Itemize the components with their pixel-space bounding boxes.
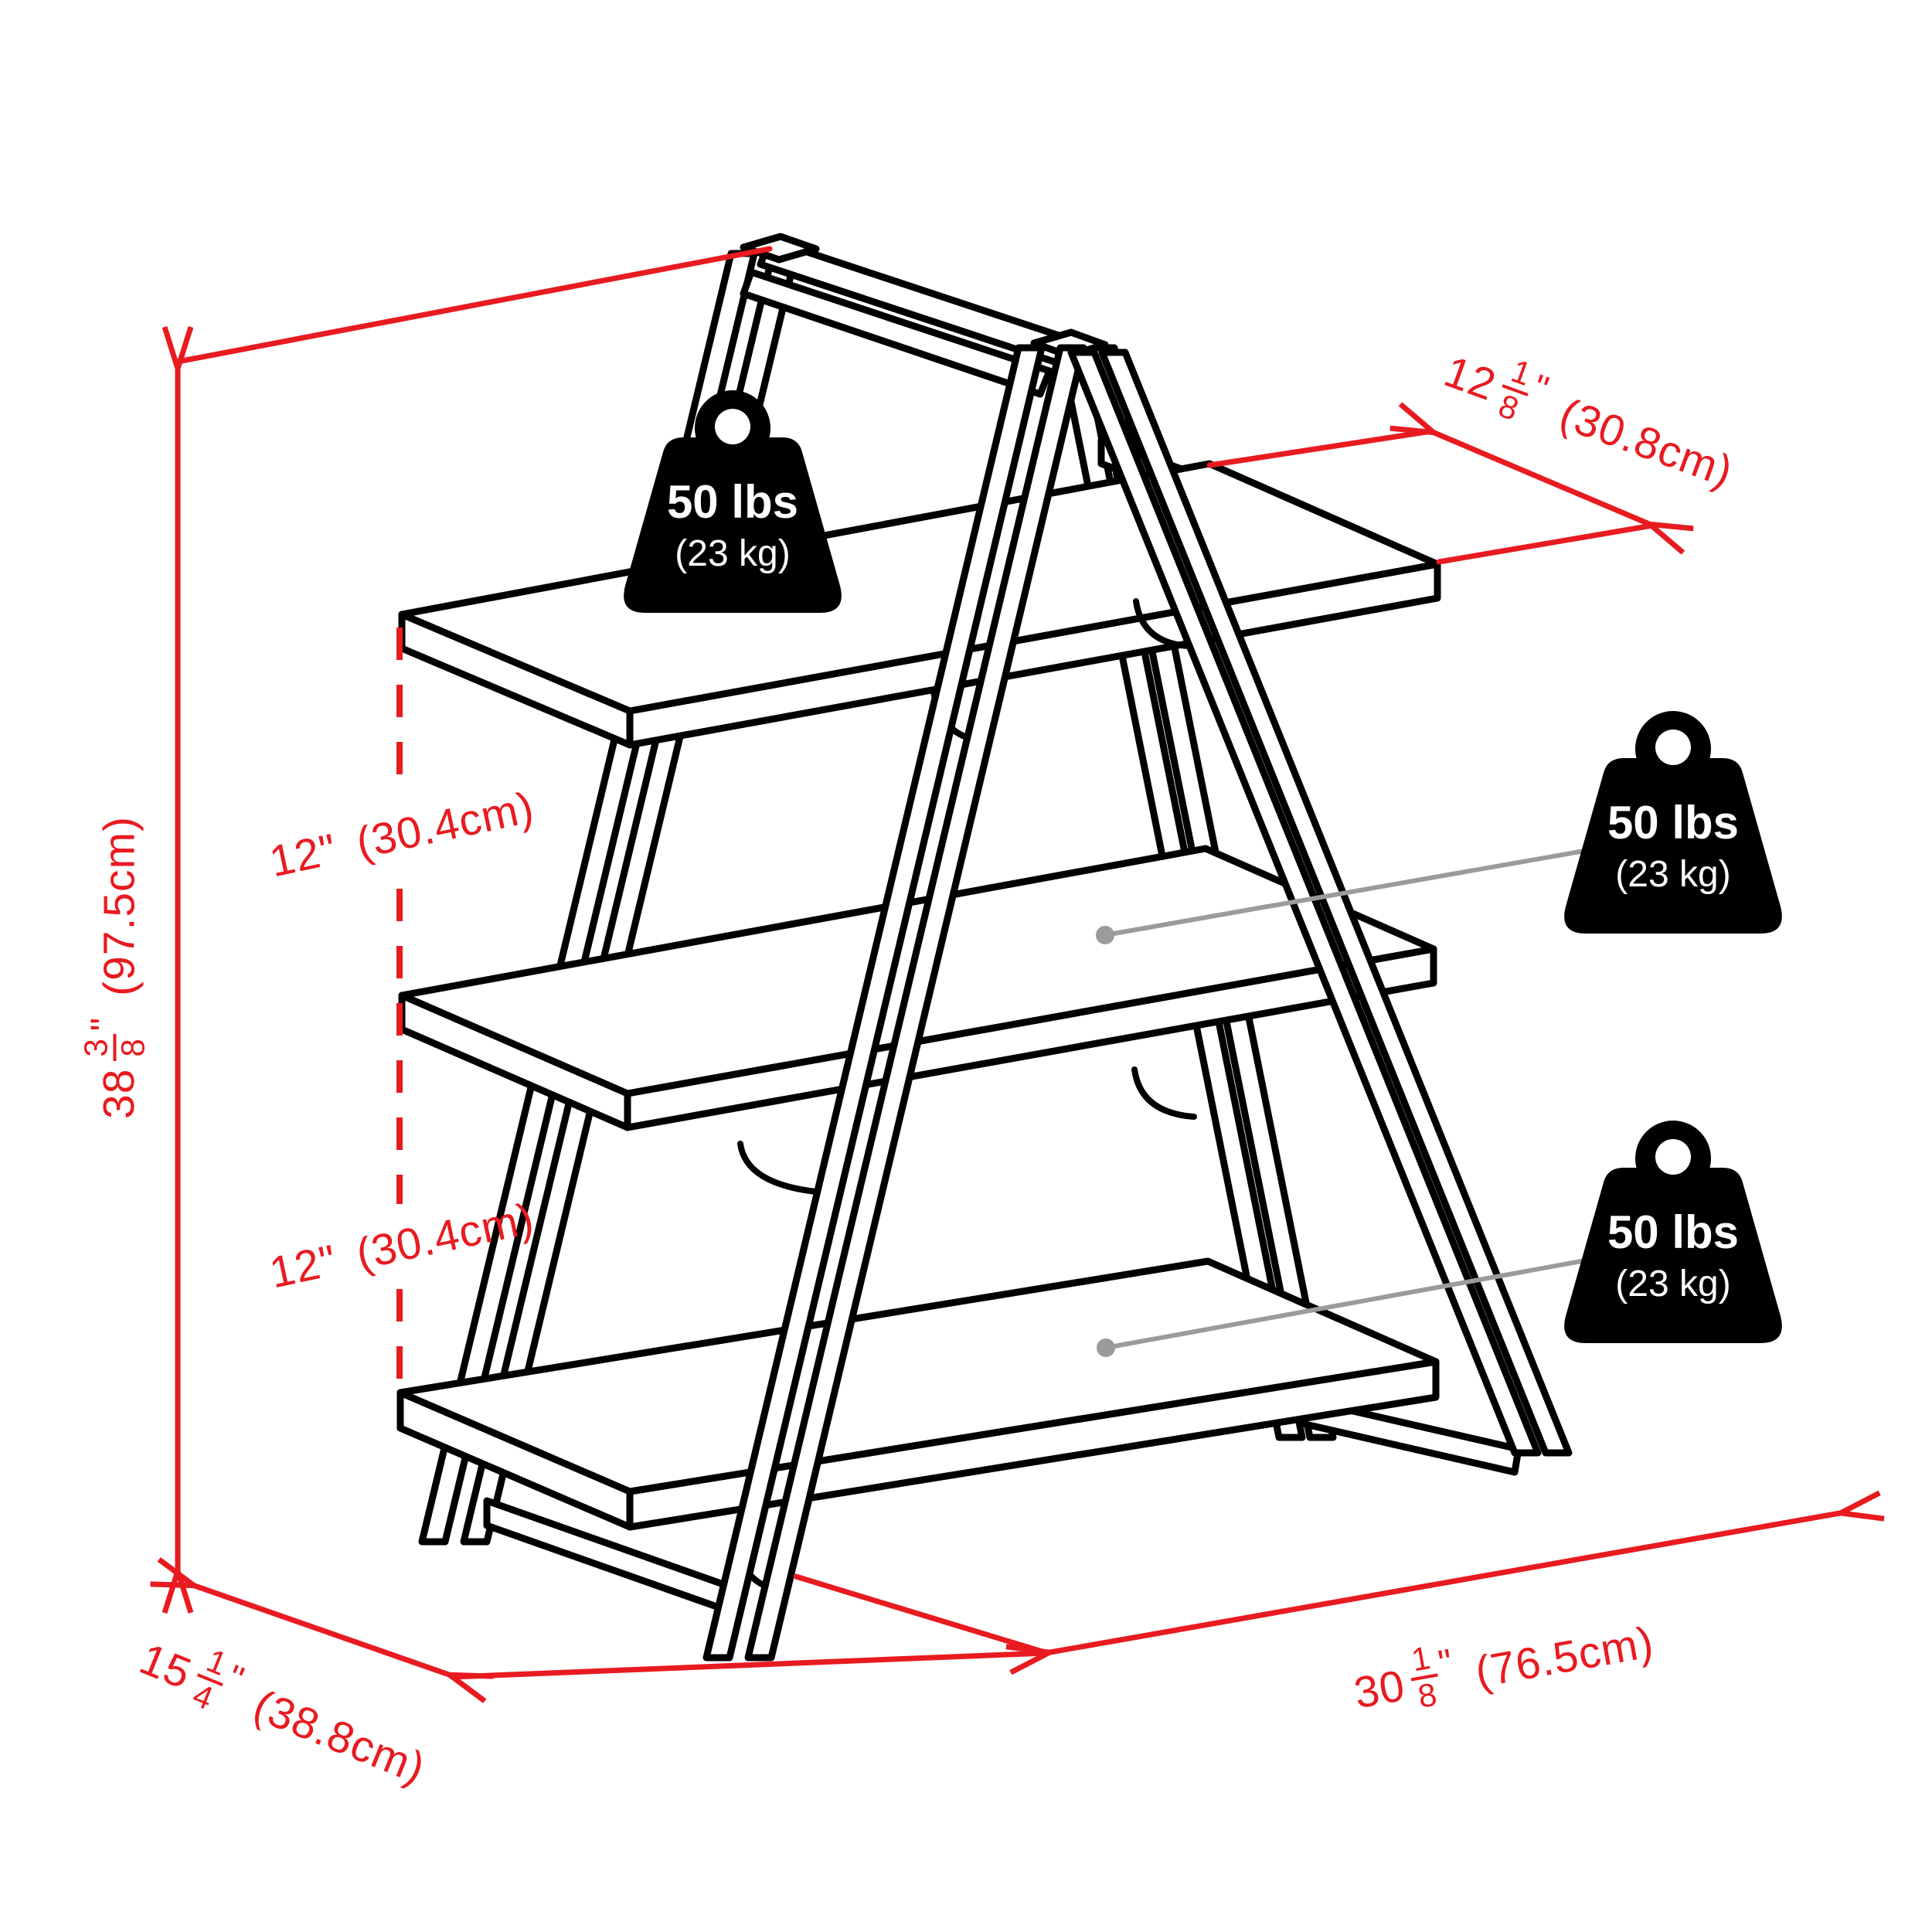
weight-capacity-top: 50 lbs (23 kg) xyxy=(601,473,864,577)
width-extension-line xyxy=(793,1573,1050,1656)
weight-pounds: 50 lbs xyxy=(1607,1206,1740,1258)
weight-pounds: 50 lbs xyxy=(1607,797,1740,849)
weight-icon-top xyxy=(624,390,842,613)
weight-icon-bottom xyxy=(1564,1121,1782,1343)
weight-capacity-middle: 50 lbs (23 kg) xyxy=(1542,794,1804,897)
top-shelf xyxy=(398,460,1441,749)
leader-middle-shelf xyxy=(1096,843,1616,944)
top-handle xyxy=(740,233,1109,398)
floor-dimensions xyxy=(195,1513,1840,1677)
height-extension-line xyxy=(175,246,773,365)
height-dimension xyxy=(175,246,773,1570)
leader-bottom-shelf xyxy=(1097,1253,1616,1357)
weight-icon-middle xyxy=(1564,711,1782,934)
weight-capacity-bottom: 50 lbs (23 kg) xyxy=(1542,1203,1804,1307)
weight-kilograms: (23 kg) xyxy=(675,533,791,574)
weight-kilograms: (23 kg) xyxy=(1615,854,1731,895)
weight-pounds: 50 lbs xyxy=(666,476,799,528)
top-depth-dimension xyxy=(1206,431,1652,565)
weight-kilograms: (23 kg) xyxy=(1615,1264,1731,1304)
front-left-leg xyxy=(702,344,1087,1662)
front-right-leg xyxy=(1067,349,1573,1457)
bottom-shelf xyxy=(396,1257,1440,1531)
